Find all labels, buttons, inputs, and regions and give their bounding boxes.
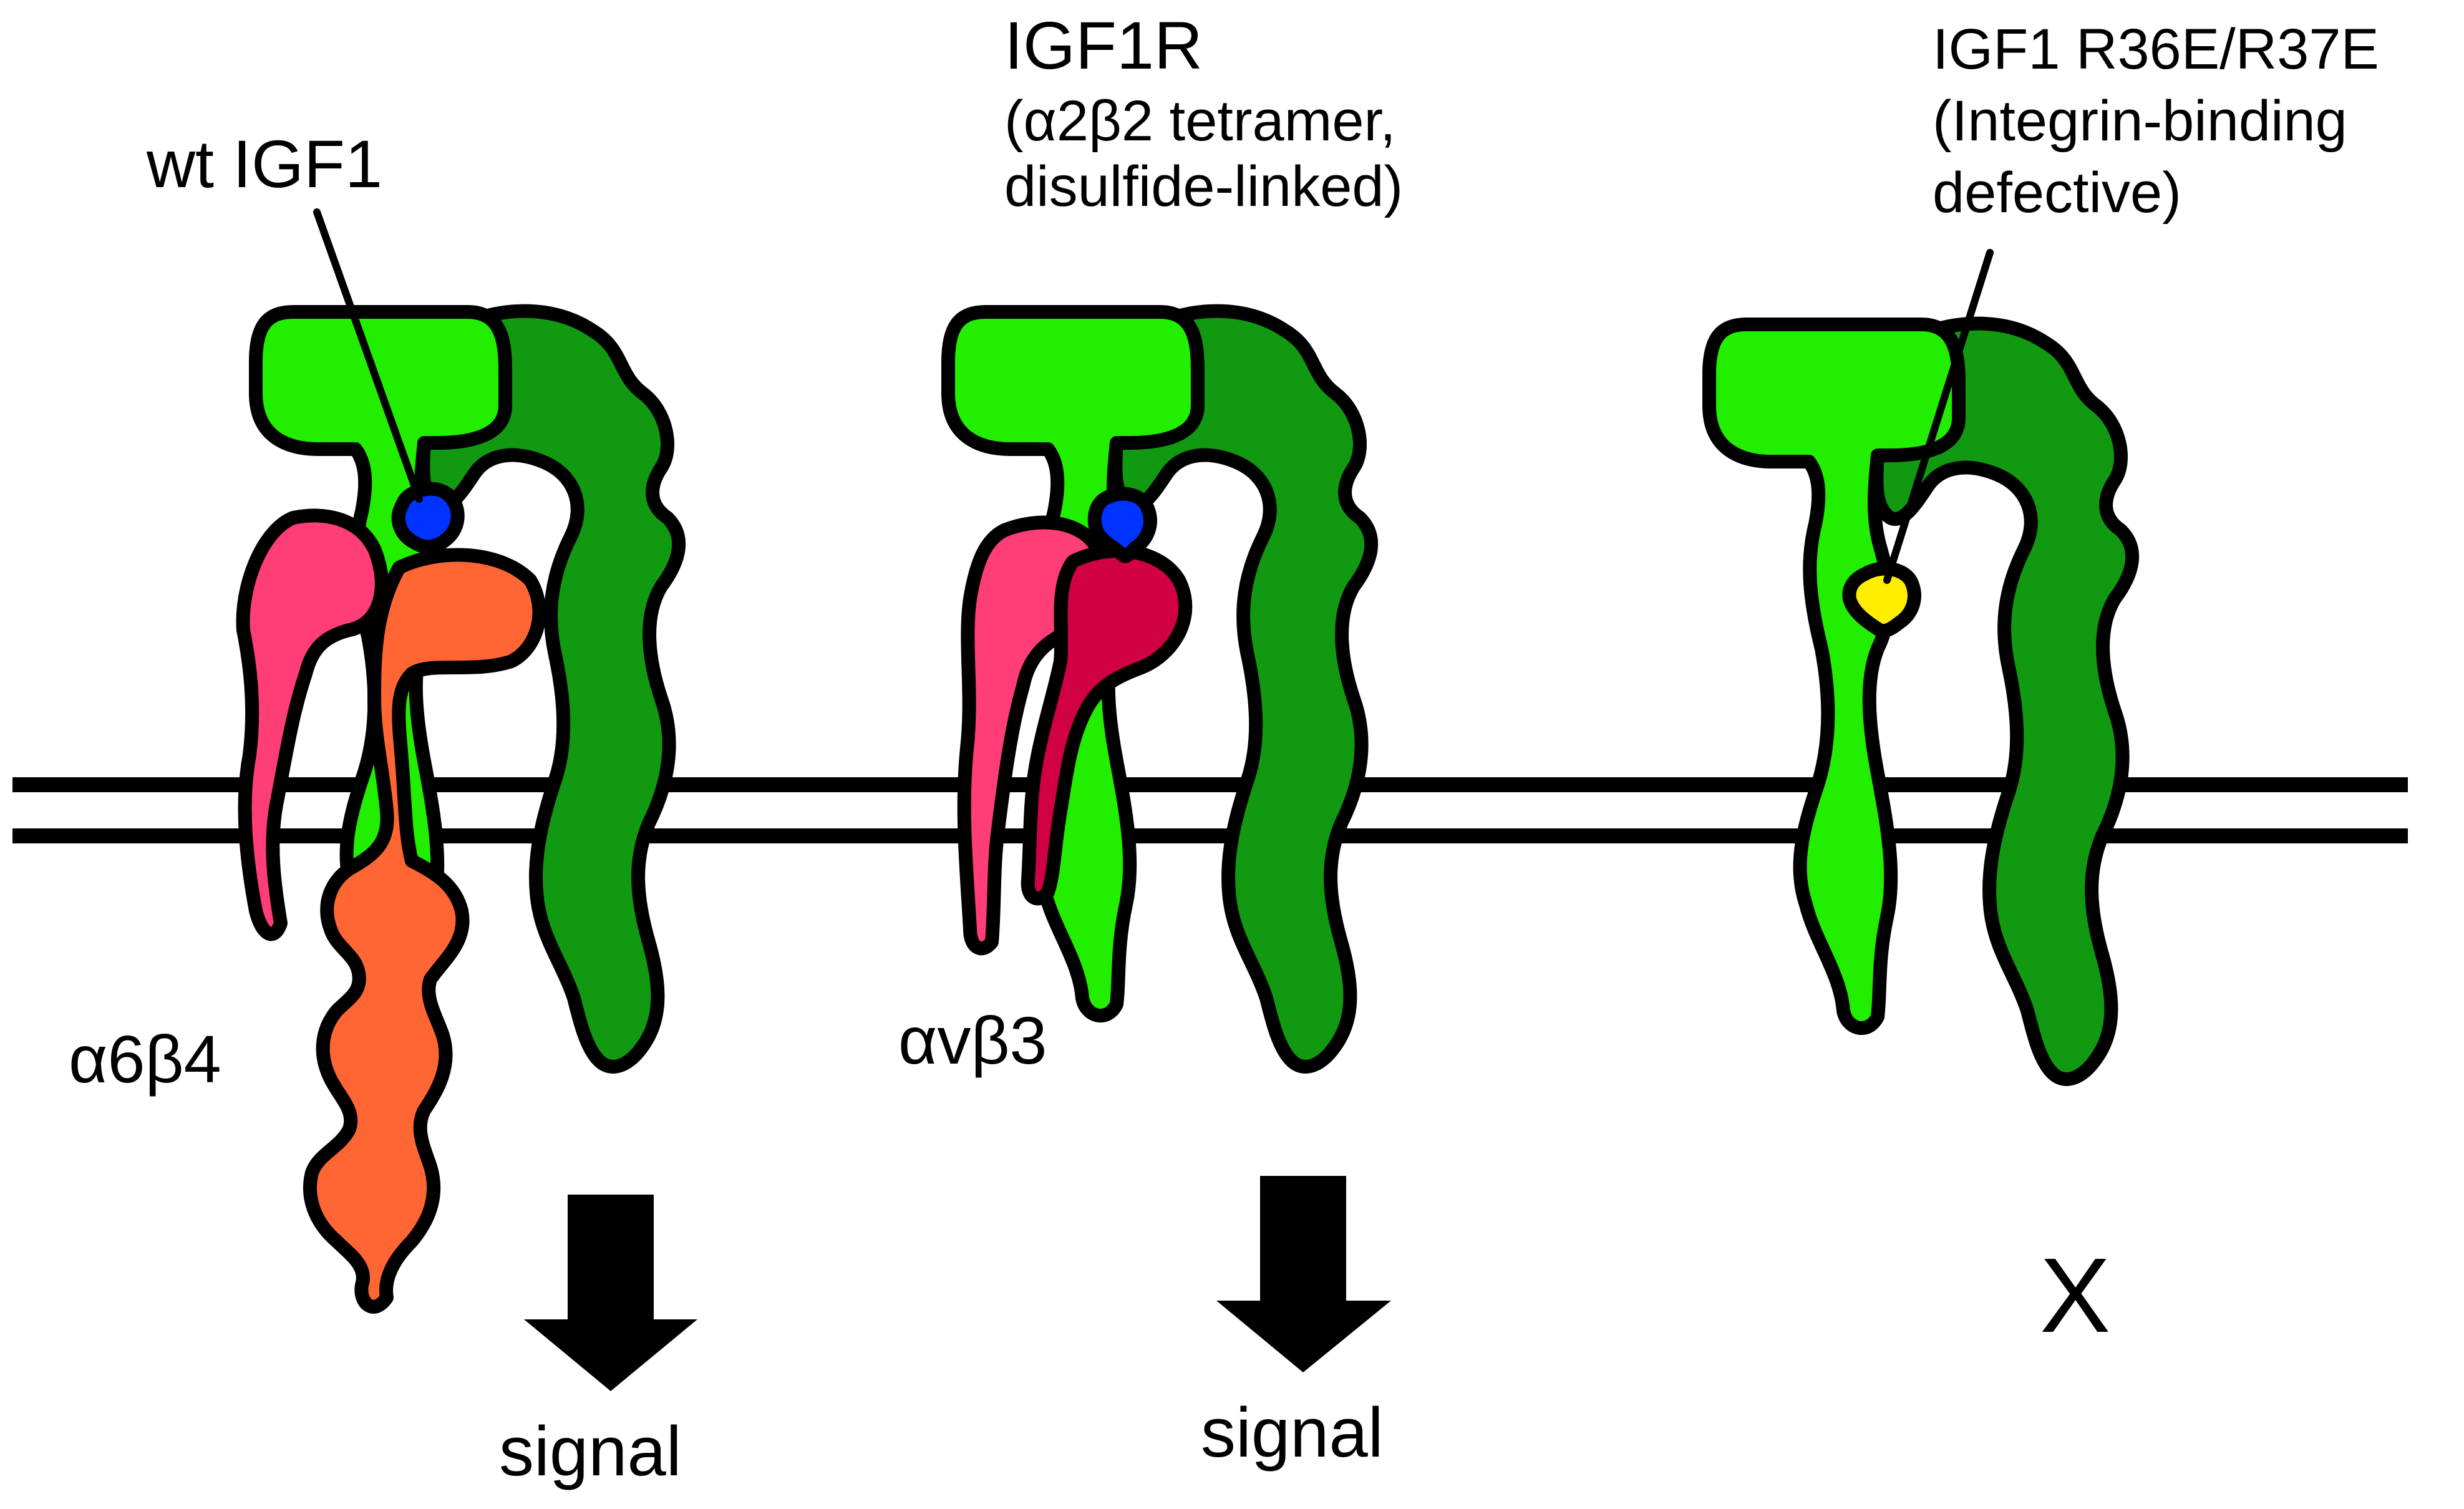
- signal-arrow-middle: [1216, 1176, 1391, 1372]
- igf1r-receptor-right: [1709, 324, 2132, 1079]
- pointer-wt-igf1: [313, 208, 423, 503]
- label-igf1r-sub1: (α2β2 tetramer,: [1004, 89, 1396, 153]
- igf1r-light-half: [1709, 324, 1959, 1028]
- label-integrin-alphavbeta3: αvβ3: [898, 1002, 1047, 1078]
- beta3-subunit: [1021, 544, 1193, 906]
- label-no-signal-x: X: [2040, 1236, 2110, 1355]
- igf1r-receptor-left: [256, 311, 679, 1067]
- label-igf1r-sub2: disulfide-linked): [1004, 155, 1403, 218]
- label-igf1r-title: IGF1R: [1004, 7, 1203, 83]
- label-integrin-alpha6beta4: α6β4: [69, 1021, 221, 1097]
- igf1-wt-middle: [1087, 487, 1157, 563]
- igf1-wt-left: [391, 482, 465, 554]
- label-mutant-sub1: (Integrin-binding: [1933, 89, 2347, 153]
- pointer-mutant-igf1: [1883, 249, 1994, 584]
- igf1-mutant: [1842, 561, 1921, 638]
- label-wt-igf1: wt IGF1: [146, 126, 382, 201]
- signal-arrow-left: [524, 1195, 697, 1391]
- label-mutant-title: IGF1 R36E/R37E: [1933, 17, 2379, 81]
- label-mutant-sub2: defective): [1933, 161, 2181, 225]
- label-signal-middle: signal: [1201, 1394, 1384, 1472]
- beta4-subunit: [303, 548, 546, 1314]
- label-signal-left: signal: [499, 1412, 682, 1490]
